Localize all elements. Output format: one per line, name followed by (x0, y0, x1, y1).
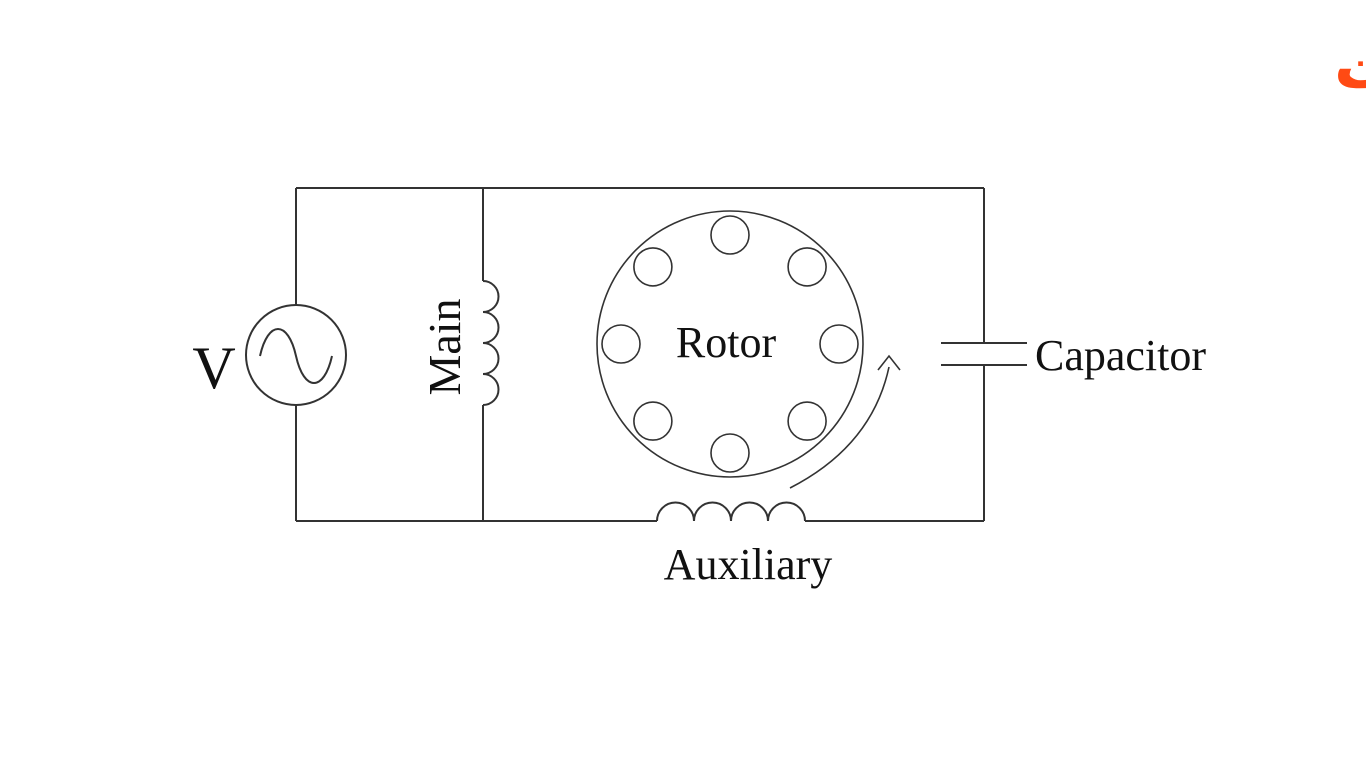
main-winding-label: Main (419, 298, 470, 395)
rotation-arrow (789, 354, 901, 489)
circuit-wires (295, 187, 985, 522)
capacitor-label: Capacitor (1035, 331, 1206, 380)
rotor-slot (601, 324, 641, 364)
rotor-slot (787, 247, 827, 287)
rotor-slots (601, 215, 859, 473)
auxiliary-winding-turns (656, 501, 806, 522)
sine-wave-icon (259, 328, 333, 384)
rotor (596, 210, 864, 478)
source-label: V (192, 335, 235, 401)
brand-logo: بعثت (1334, 30, 1366, 104)
rotor-slot (710, 215, 750, 255)
arrowhead-icon (877, 354, 901, 371)
ac-source-circle (245, 304, 347, 406)
main-winding-coil (482, 280, 500, 406)
rotor-slot (633, 247, 673, 287)
ac-source (245, 304, 347, 406)
rotor-slot (710, 433, 750, 473)
rotor-label: Rotor (676, 318, 777, 367)
auxiliary-winding-label: Auxiliary (664, 540, 833, 589)
capacitor (941, 342, 1027, 366)
main-winding-turns (482, 280, 500, 406)
rotor-circle (596, 210, 864, 478)
rotor-slot (787, 401, 827, 441)
auxiliary-winding-coil (656, 501, 806, 522)
rotation-arrow-arc (789, 366, 890, 489)
rotor-slot (633, 401, 673, 441)
rotor-slot (819, 324, 859, 364)
